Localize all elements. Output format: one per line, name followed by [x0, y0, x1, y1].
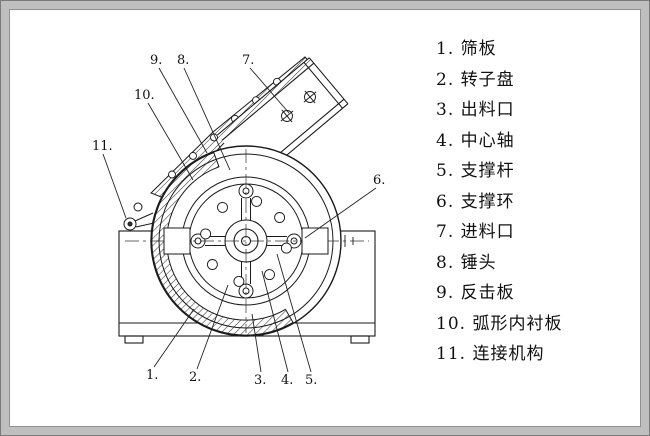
- callout-2: 2.: [189, 370, 201, 385]
- legend-item-6: 6. 支撑环: [436, 191, 515, 212]
- crusher-diagram: 9. 8. 10. 11. 7. 6. 1. 2. 3. 4. 5.: [92, 53, 385, 388]
- connecting-mechanism: [123, 202, 155, 231]
- callout-3: 3.: [254, 373, 266, 388]
- leader-lines: [102, 67, 377, 373]
- callout-9: 9.: [150, 53, 162, 68]
- callout-10: 10.: [134, 88, 155, 103]
- legend-item-11: 11. 连接机构: [436, 344, 545, 364]
- legend: 1. 筛板 2. 转子盘 3. 出料口 4. 中心轴 5. 支撑杆 6. 支撑环…: [436, 34, 562, 370]
- legend-item-5: 5. 支撑杆: [436, 161, 515, 181]
- callout-numbers: 9. 8. 10. 11. 7. 6. 1. 2. 3. 4. 5.: [92, 53, 385, 388]
- callout-11: 11.: [92, 139, 113, 154]
- callout-7: 7.: [242, 53, 254, 68]
- callout-1: 1.: [146, 368, 158, 383]
- legend-item-8: 8. 锤头: [436, 252, 497, 273]
- callout-8: 8.: [177, 53, 189, 68]
- callout-6: 6.: [373, 173, 385, 188]
- diagram-panel: 9. 8. 10. 11. 7. 6. 1. 2. 3. 4. 5. 1. 筛板…: [9, 9, 641, 427]
- legend-item-10: 10. 弧形内衬板: [436, 313, 563, 334]
- central-shaft: [224, 219, 354, 263]
- legend-item-4: 4. 中心轴: [436, 130, 515, 151]
- liner-bolts: [168, 77, 281, 179]
- legend-item-2: 2. 转子盘: [436, 69, 515, 90]
- legend-item-7: 7. 进料口: [436, 222, 515, 242]
- legend-item-1: 1. 筛板: [436, 39, 497, 59]
- callout-5: 5.: [305, 373, 317, 388]
- screen-plate-annulus: [151, 152, 294, 336]
- legend-item-3: 3. 出料口: [436, 100, 515, 120]
- rotor-disc-holes: [200, 195, 292, 287]
- chute-bolt-marks: [280, 90, 317, 123]
- support-rods: [163, 183, 329, 299]
- callout-4: 4.: [281, 373, 293, 388]
- legend-item-9: 9. 反击板: [436, 283, 515, 303]
